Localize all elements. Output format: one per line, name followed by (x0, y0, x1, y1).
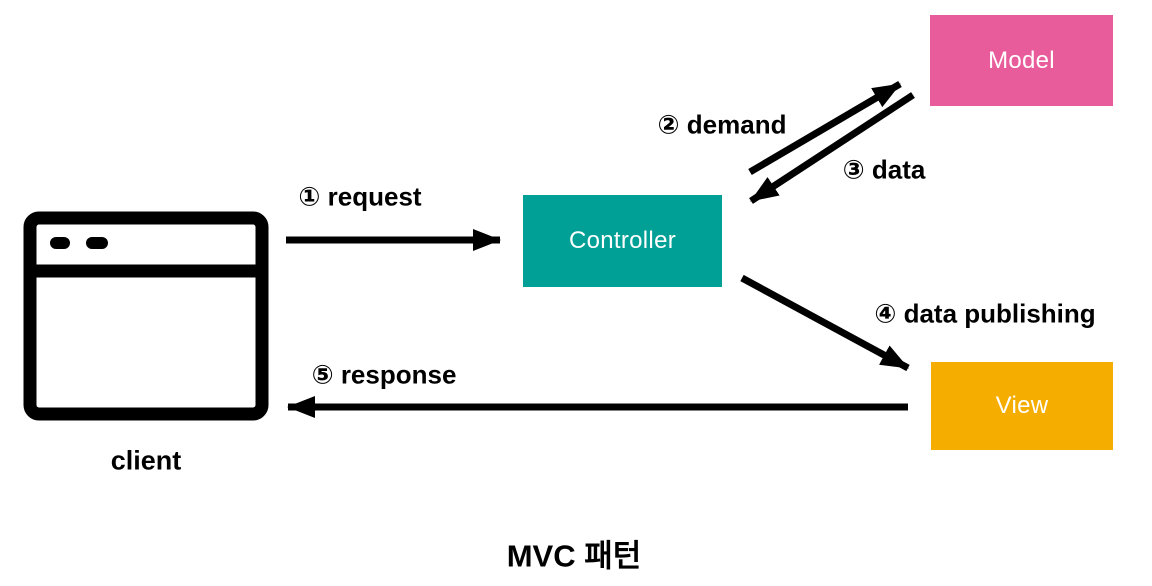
arrow-label-data: ③ data (842, 154, 926, 185)
diagram-title: MVC 패턴 (506, 538, 642, 574)
node-model-label: Model (988, 46, 1055, 74)
node-model: Model (930, 15, 1113, 106)
arrow-data-publishing (740, 274, 910, 372)
arrow-label-data-publishing: ④ data publishing (874, 298, 1096, 329)
arrow-label-request: ① request (298, 181, 422, 212)
arrow-label-demand: ② demand (657, 109, 787, 140)
node-view: View (931, 362, 1113, 450)
arrow-demand (748, 80, 902, 176)
arrow-data (749, 92, 915, 204)
node-view-label: View (995, 392, 1049, 419)
node-controller-label: Controller (568, 227, 677, 254)
node-controller: Controller (523, 195, 722, 287)
browser-window-icon (23, 211, 269, 421)
client-label: client (110, 445, 182, 476)
arrow-label-response: ⑤ response (311, 359, 457, 390)
